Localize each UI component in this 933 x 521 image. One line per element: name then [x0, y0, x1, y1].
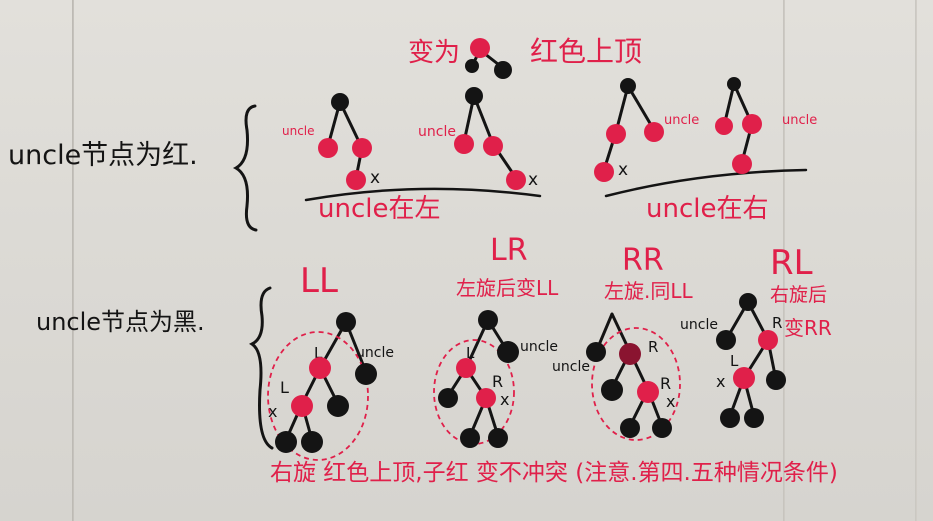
uncle-label: uncle — [418, 124, 456, 140]
x-label: x — [716, 372, 726, 391]
x-label: x — [528, 170, 539, 190]
bottom-note: 右旋 红色上顶,子红 变不冲突 (注意.第四.五种情况条件) — [270, 460, 838, 486]
x-label: x — [370, 168, 381, 188]
underline-left — [304, 187, 542, 202]
uncle-label: uncle — [680, 317, 718, 333]
label-uncle-left: uncle在左 — [318, 194, 441, 224]
case-rr-note: 左旋.同LL — [604, 279, 693, 303]
x-label: x — [666, 392, 676, 411]
case-rl-note-2: 变RR — [784, 316, 832, 340]
x-label: x — [500, 390, 510, 409]
uncle-label: uncle — [552, 359, 590, 375]
uncle-label: uncle — [664, 113, 700, 128]
uncle-label: uncle — [356, 345, 394, 361]
l-label: L — [280, 378, 289, 397]
x-label: x — [618, 160, 629, 180]
uncle-label: uncle — [782, 113, 818, 128]
r-label: R — [772, 314, 783, 332]
case-rl-note-1: 右旋后 — [770, 284, 828, 306]
label-uncle-right: uncle在右 — [646, 194, 769, 224]
underline-right — [604, 168, 808, 198]
brace-bottom — [249, 286, 274, 450]
title-change-to: 变为 — [408, 38, 461, 68]
r-label: R — [648, 338, 659, 356]
highlight-ll — [267, 331, 369, 461]
brace-top — [232, 104, 258, 232]
l-label: L — [314, 344, 323, 362]
case-lr-title: LR — [490, 233, 528, 268]
highlight-rr — [591, 327, 681, 441]
r-label: R — [660, 374, 672, 393]
case-rl-title: RL — [770, 243, 813, 283]
l-label: L — [466, 344, 475, 362]
uncle-label: uncle — [282, 124, 315, 138]
case-ll-title: LL — [300, 261, 338, 301]
case-lr-note: 左旋后变LL — [456, 276, 559, 300]
case-rr-title: RR — [622, 243, 664, 278]
label-uncle-red: uncle节点为红. — [8, 140, 198, 171]
uncle-label: uncle — [520, 339, 558, 355]
title-red-up: 红色上顶 — [530, 35, 643, 68]
x-label: x — [268, 402, 278, 421]
l-label: L — [730, 352, 739, 370]
label-uncle-black: uncle节点为黑. — [36, 308, 205, 336]
r-label: R — [492, 372, 504, 391]
